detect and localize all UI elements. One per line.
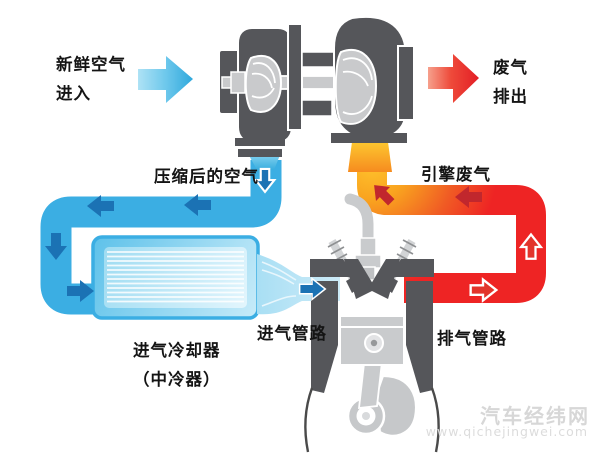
intercooler-core xyxy=(104,247,247,308)
flow-arrow-down xyxy=(45,233,67,260)
label-exhaust-out-line1: 废气 xyxy=(493,58,528,77)
cylinder-wall xyxy=(311,281,433,393)
label-exhaust-out: 废气 排出 xyxy=(493,53,528,111)
turbocharger xyxy=(218,15,415,172)
intercooler xyxy=(91,235,260,320)
label-fresh-air-line2: 进入 xyxy=(56,84,91,103)
fresh-air-arrow xyxy=(138,56,193,103)
flow-arrow-right xyxy=(67,280,94,302)
watermark-url: www.qichejingwei.com xyxy=(425,424,588,439)
label-compressed-air: 压缩后的空气 xyxy=(154,167,259,186)
turbine-wheel xyxy=(334,49,378,125)
label-intercooler-line1: 进气冷却器 xyxy=(133,341,221,360)
flow-arrow-right xyxy=(469,277,499,303)
cylinder-head xyxy=(310,259,434,299)
flow-arrow-left xyxy=(455,186,482,208)
watermark-site-name: 汽车经纬网 xyxy=(480,404,590,428)
flow-arrow-left xyxy=(184,194,211,216)
label-fresh-air: 新鲜空气 进入 xyxy=(56,50,126,108)
label-fresh-air-line1: 新鲜空气 xyxy=(56,55,126,74)
engine xyxy=(304,193,440,453)
label-intercooler-line2: （中冷器） xyxy=(133,370,221,389)
turbine-inlet-funnel xyxy=(348,142,392,172)
label-engine-exhaust: 引擎废气 xyxy=(421,165,491,184)
turbo-shaft xyxy=(271,75,343,90)
turbine-inlet-flange xyxy=(331,133,407,143)
flow-arrow-up-left xyxy=(374,185,395,206)
flow-arrow-left xyxy=(87,195,114,217)
bearing-housing-plate xyxy=(287,23,303,131)
flow-arrow-down xyxy=(253,167,277,194)
exhaust-pipe-run xyxy=(357,164,546,303)
turbine-housing-flange-right xyxy=(397,45,415,121)
flow-arrow-right xyxy=(298,276,327,302)
label-intake-pipe: 进气管路 xyxy=(257,324,327,343)
label-intercooler: 进气冷却器 （中冷器） xyxy=(133,336,221,394)
label-exhaust-pipe: 排气管路 xyxy=(437,329,507,348)
label-exhaust-out-line2: 排出 xyxy=(493,87,528,106)
compressor-outlet-flange xyxy=(235,138,285,157)
crankshaft xyxy=(346,374,417,437)
flow-arrows xyxy=(45,167,544,303)
piston xyxy=(339,315,405,366)
charge-air-pipe xyxy=(40,160,282,315)
compressor-wheel xyxy=(244,55,283,113)
crankcase-outline xyxy=(304,387,440,453)
shaft-nut xyxy=(221,71,246,94)
exhaust-out-arrow xyxy=(428,54,479,103)
flow-arrow-up xyxy=(518,232,544,260)
